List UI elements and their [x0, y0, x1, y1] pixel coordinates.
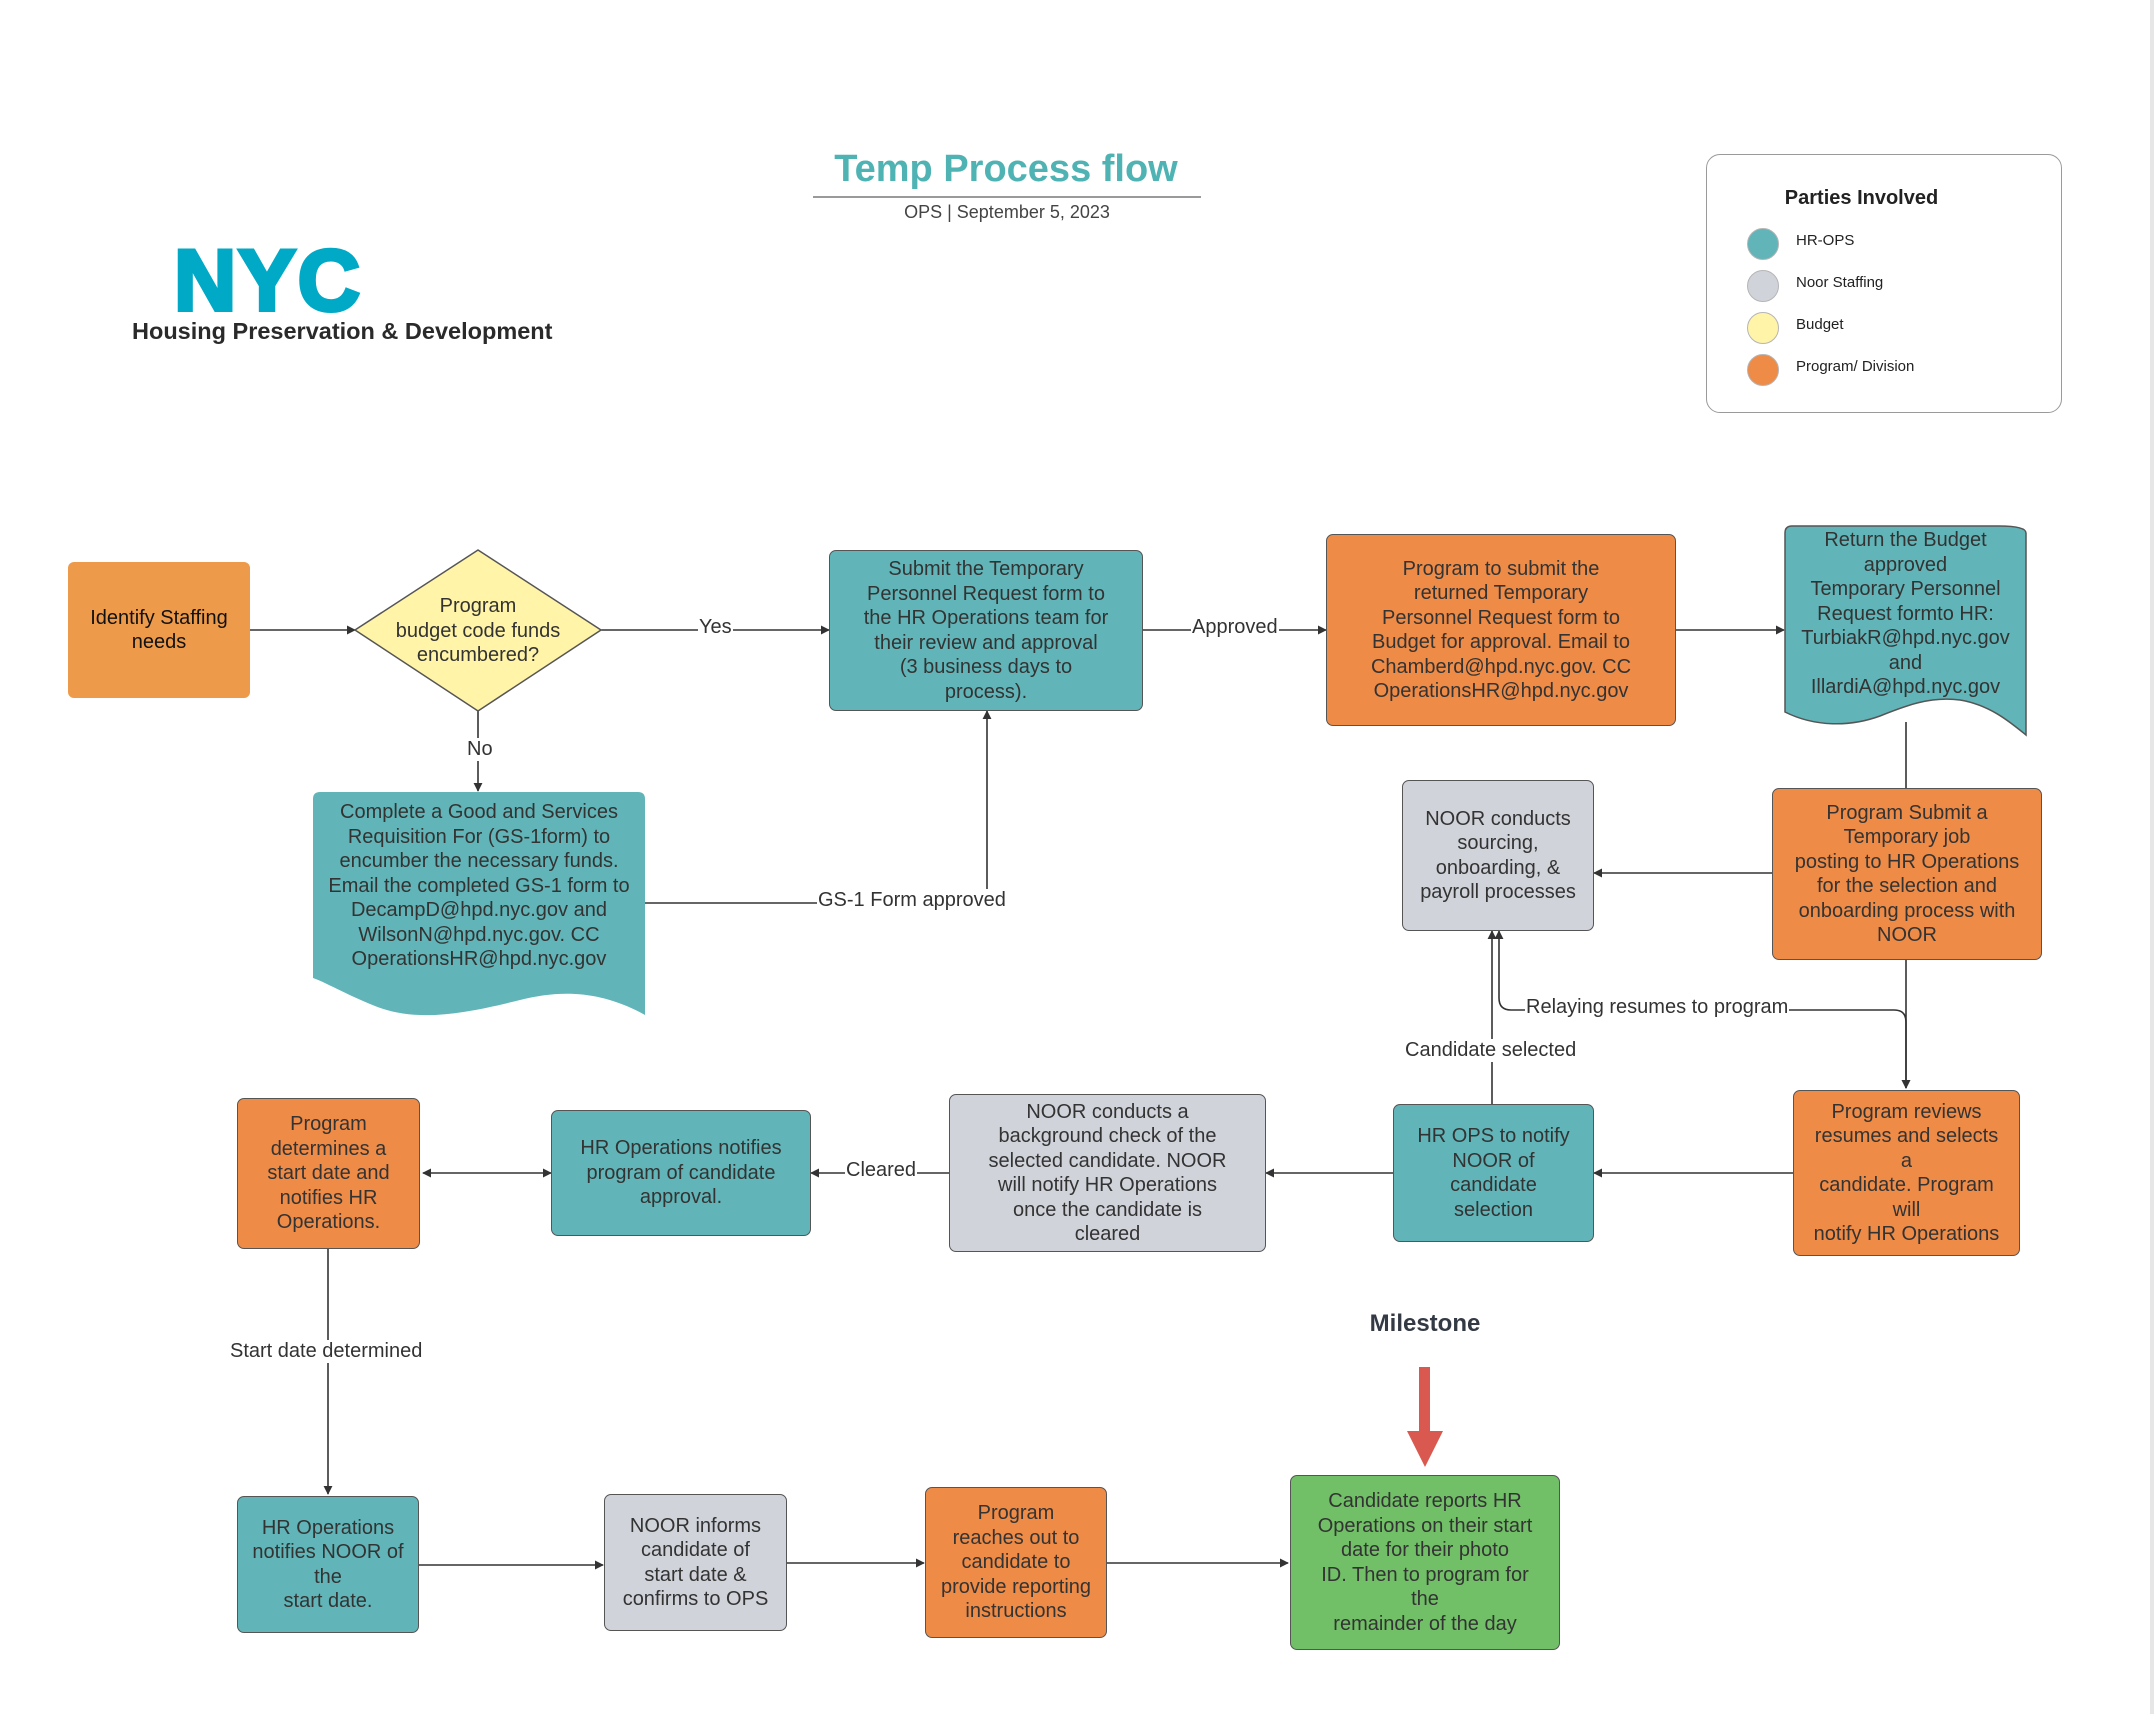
edge-label-gs1-approved: GS-1 Form approved	[817, 889, 1007, 912]
edge-label-start-date: Start date determined	[229, 1340, 424, 1363]
legend-title: Parties Involved	[1784, 187, 1939, 209]
page-title: Temp Process flow	[834, 148, 1178, 190]
node-program-posting: Program Submit a Temporary job posting t…	[1772, 788, 2042, 960]
logo-mark: NYC	[174, 238, 362, 329]
legend-swatch-noor-staffing	[1747, 270, 1779, 302]
legend-label-hr-ops: HR-OPS	[1796, 232, 1855, 249]
node-program-submit-budget: Program to submit the returned Temporary…	[1326, 534, 1676, 726]
milestone-label: Milestone	[1369, 1310, 1481, 1337]
edge-label-relaying: Relaying resumes to program	[1525, 996, 1790, 1019]
edge-label-cleared: Cleared	[845, 1159, 918, 1182]
node-hr-notifies-noor-start: HR Operations notifies NOOR of the start…	[237, 1496, 419, 1633]
node-candidate-reports: Candidate reports HR Operations on their…	[1290, 1475, 1560, 1650]
legend-swatch-hr-ops	[1747, 228, 1779, 260]
legend-label-program: Program/ Division	[1796, 358, 1915, 375]
node-program-reviews: Program reviews resumes and selects a ca…	[1793, 1090, 2020, 1256]
nyc-logo-icon: NYC	[172, 238, 362, 331]
edge-gs1-approved	[645, 710, 992, 904]
node-program-start-date: Program determines a start date and noti…	[237, 1098, 420, 1249]
edge-label-candidate-selected: Candidate selected	[1404, 1039, 1578, 1062]
page-subtitle: OPS | September 5, 2023	[904, 202, 1110, 222]
node-identify-staffing: Identify Staffing needs	[68, 562, 250, 698]
node-decision-budget: Program budget code funds encumbered?	[395, 595, 561, 667]
doc-shape-gs1	[313, 792, 645, 1016]
node-gs1-requisition: Complete a Good and Services Requisition…	[328, 801, 630, 970]
edge-label-no: No	[466, 738, 494, 761]
logo-subtitle: Housing Preservation & Development	[132, 318, 553, 344]
title-underline	[813, 196, 1201, 198]
node-noor-informs: NOOR informs candidate of start date & c…	[604, 1494, 787, 1631]
legend-label-budget: Budget	[1796, 316, 1844, 333]
node-submit-request: Submit the Temporary Personnel Request f…	[829, 550, 1143, 711]
edge-label-yes: Yes	[698, 616, 733, 639]
milestone-arrow-icon	[1407, 1367, 1443, 1467]
node-noor-sourcing: NOOR conducts sourcing, onboarding, & pa…	[1402, 780, 1594, 931]
page-edge	[2150, 0, 2154, 1714]
node-noor-background: NOOR conducts a background check of the …	[949, 1094, 1266, 1252]
doc-shape-return-budget	[1784, 525, 2027, 737]
legend-label-noor-staffing: Noor Staffing	[1796, 274, 1884, 291]
legend-swatch-budget	[1747, 312, 1779, 344]
node-program-reaches: Program reaches out to candidate to prov…	[925, 1487, 1107, 1638]
node-hr-notifies-program: HR Operations notifies program of candid…	[551, 1110, 811, 1236]
edge-label-approved: Approved	[1191, 616, 1279, 639]
decision-diamond	[353, 549, 603, 712]
node-hr-notify-noor: HR OPS to notify NOOR of candidate selec…	[1393, 1104, 1594, 1242]
legend-swatch-program	[1747, 354, 1779, 386]
node-return-budget: Return the Budget approved Temporary Per…	[1801, 529, 2010, 698]
